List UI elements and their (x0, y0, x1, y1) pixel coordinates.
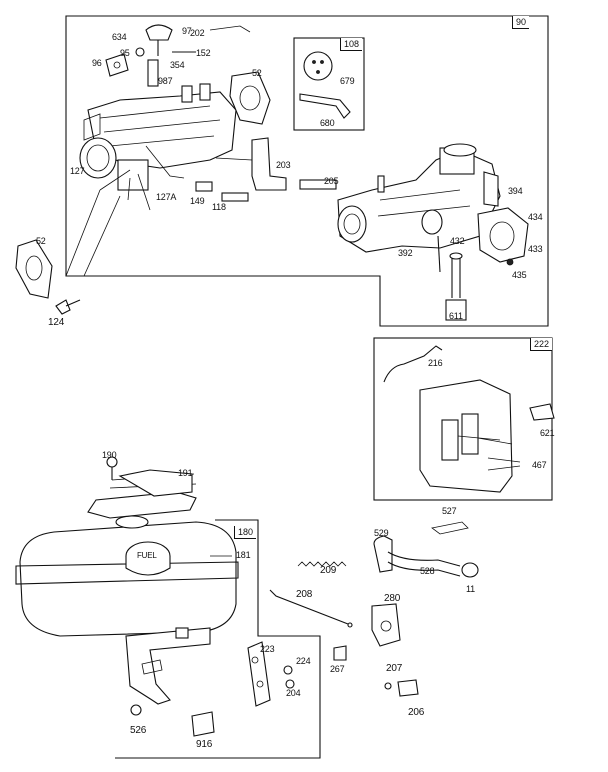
part-label-916: 916 (196, 739, 213, 750)
part-label-434: 434 (528, 212, 543, 222)
pickup-tube (445, 252, 467, 321)
part-label-433: 433 (528, 244, 543, 254)
part-label-611: 611 (449, 311, 463, 321)
part-label-124: 124 (48, 317, 65, 328)
part-label-527: 527 (442, 506, 457, 516)
part-label-280: 280 (384, 593, 401, 604)
gas-tank (15, 456, 239, 737)
fuel-line-parts (373, 535, 479, 578)
part-label-394: 394 (508, 186, 523, 196)
part-label-526: 526 (130, 725, 147, 736)
tank-box-tag: 180 (234, 526, 257, 539)
part-label-680: 680 (320, 118, 335, 128)
part-label-191: 191 (178, 468, 193, 478)
upper-small-parts (105, 24, 251, 87)
part-label-467: 467 (532, 460, 547, 470)
part-label-203: 203 (276, 160, 291, 170)
diaphragm-434 (477, 207, 529, 266)
clamp-parts (371, 603, 419, 697)
part-label-207: 207 (386, 663, 403, 674)
tank-box-outline (115, 519, 321, 759)
part-label-392: 392 (398, 248, 413, 258)
part-label-152: 152 (196, 48, 211, 58)
part-label-202: 202 (190, 28, 205, 38)
part-label-435: 435 (512, 270, 527, 280)
kit-box-tag: 108 (340, 38, 363, 51)
part-label-224: 224 (296, 656, 311, 666)
part-label-205: 205 (324, 176, 339, 186)
part-label-621: 621 (540, 428, 555, 438)
carburetor-left (79, 83, 237, 211)
kit-contents (299, 51, 351, 119)
panel-box-outline (373, 337, 553, 501)
part-label-11: 11 (466, 584, 475, 594)
part-label-118: 118 (212, 202, 226, 212)
part-label-96: 96 (92, 58, 102, 68)
part-label-206: 206 (408, 707, 425, 718)
part-label-190: 190 (102, 450, 117, 460)
bracket-parts (247, 641, 347, 707)
part-label-97: 97 (182, 26, 192, 36)
carb-box-outline (65, 15, 549, 327)
fuel-panel (383, 345, 555, 493)
part-label-223: 223 (260, 644, 275, 654)
part-label-127A: 127A (156, 192, 177, 202)
part-label-149: 149 (190, 196, 205, 206)
fuel-cap-text: FUEL (137, 551, 157, 560)
part-label-181: 181 (236, 550, 251, 560)
part-label-209: 209 (320, 565, 337, 576)
part-label-52-left: 52 (36, 236, 46, 246)
part-label-528: 528 (420, 566, 435, 576)
fuel-line-527 (431, 521, 469, 535)
carb-box-tag: 90 (512, 16, 530, 29)
part-label-679: 679 (340, 76, 355, 86)
part-label-987: 987 (158, 76, 173, 86)
panel-box-tag: 222 (530, 338, 553, 351)
part-label-529: 529 (374, 528, 389, 538)
part-label-52-upper: 52 (252, 68, 262, 78)
part-label-267: 267 (330, 664, 345, 674)
part-label-208: 208 (296, 589, 313, 600)
part-label-354: 354 (170, 60, 185, 70)
gasket-upper (229, 71, 271, 125)
part-label-127: 127 (70, 166, 85, 176)
part-label-204: 204 (286, 688, 301, 698)
part-label-95: 95 (120, 48, 130, 58)
carb-leaders (65, 169, 131, 277)
part-label-432: 432 (450, 236, 465, 246)
middle-parts (195, 137, 337, 202)
part-label-634: 634 (112, 32, 127, 42)
carburetor-right (337, 143, 501, 273)
spring-and-rod (269, 561, 353, 628)
part-label-216: 216 (428, 358, 443, 368)
gasket-left (15, 239, 81, 315)
kit-box-outline (293, 37, 365, 131)
